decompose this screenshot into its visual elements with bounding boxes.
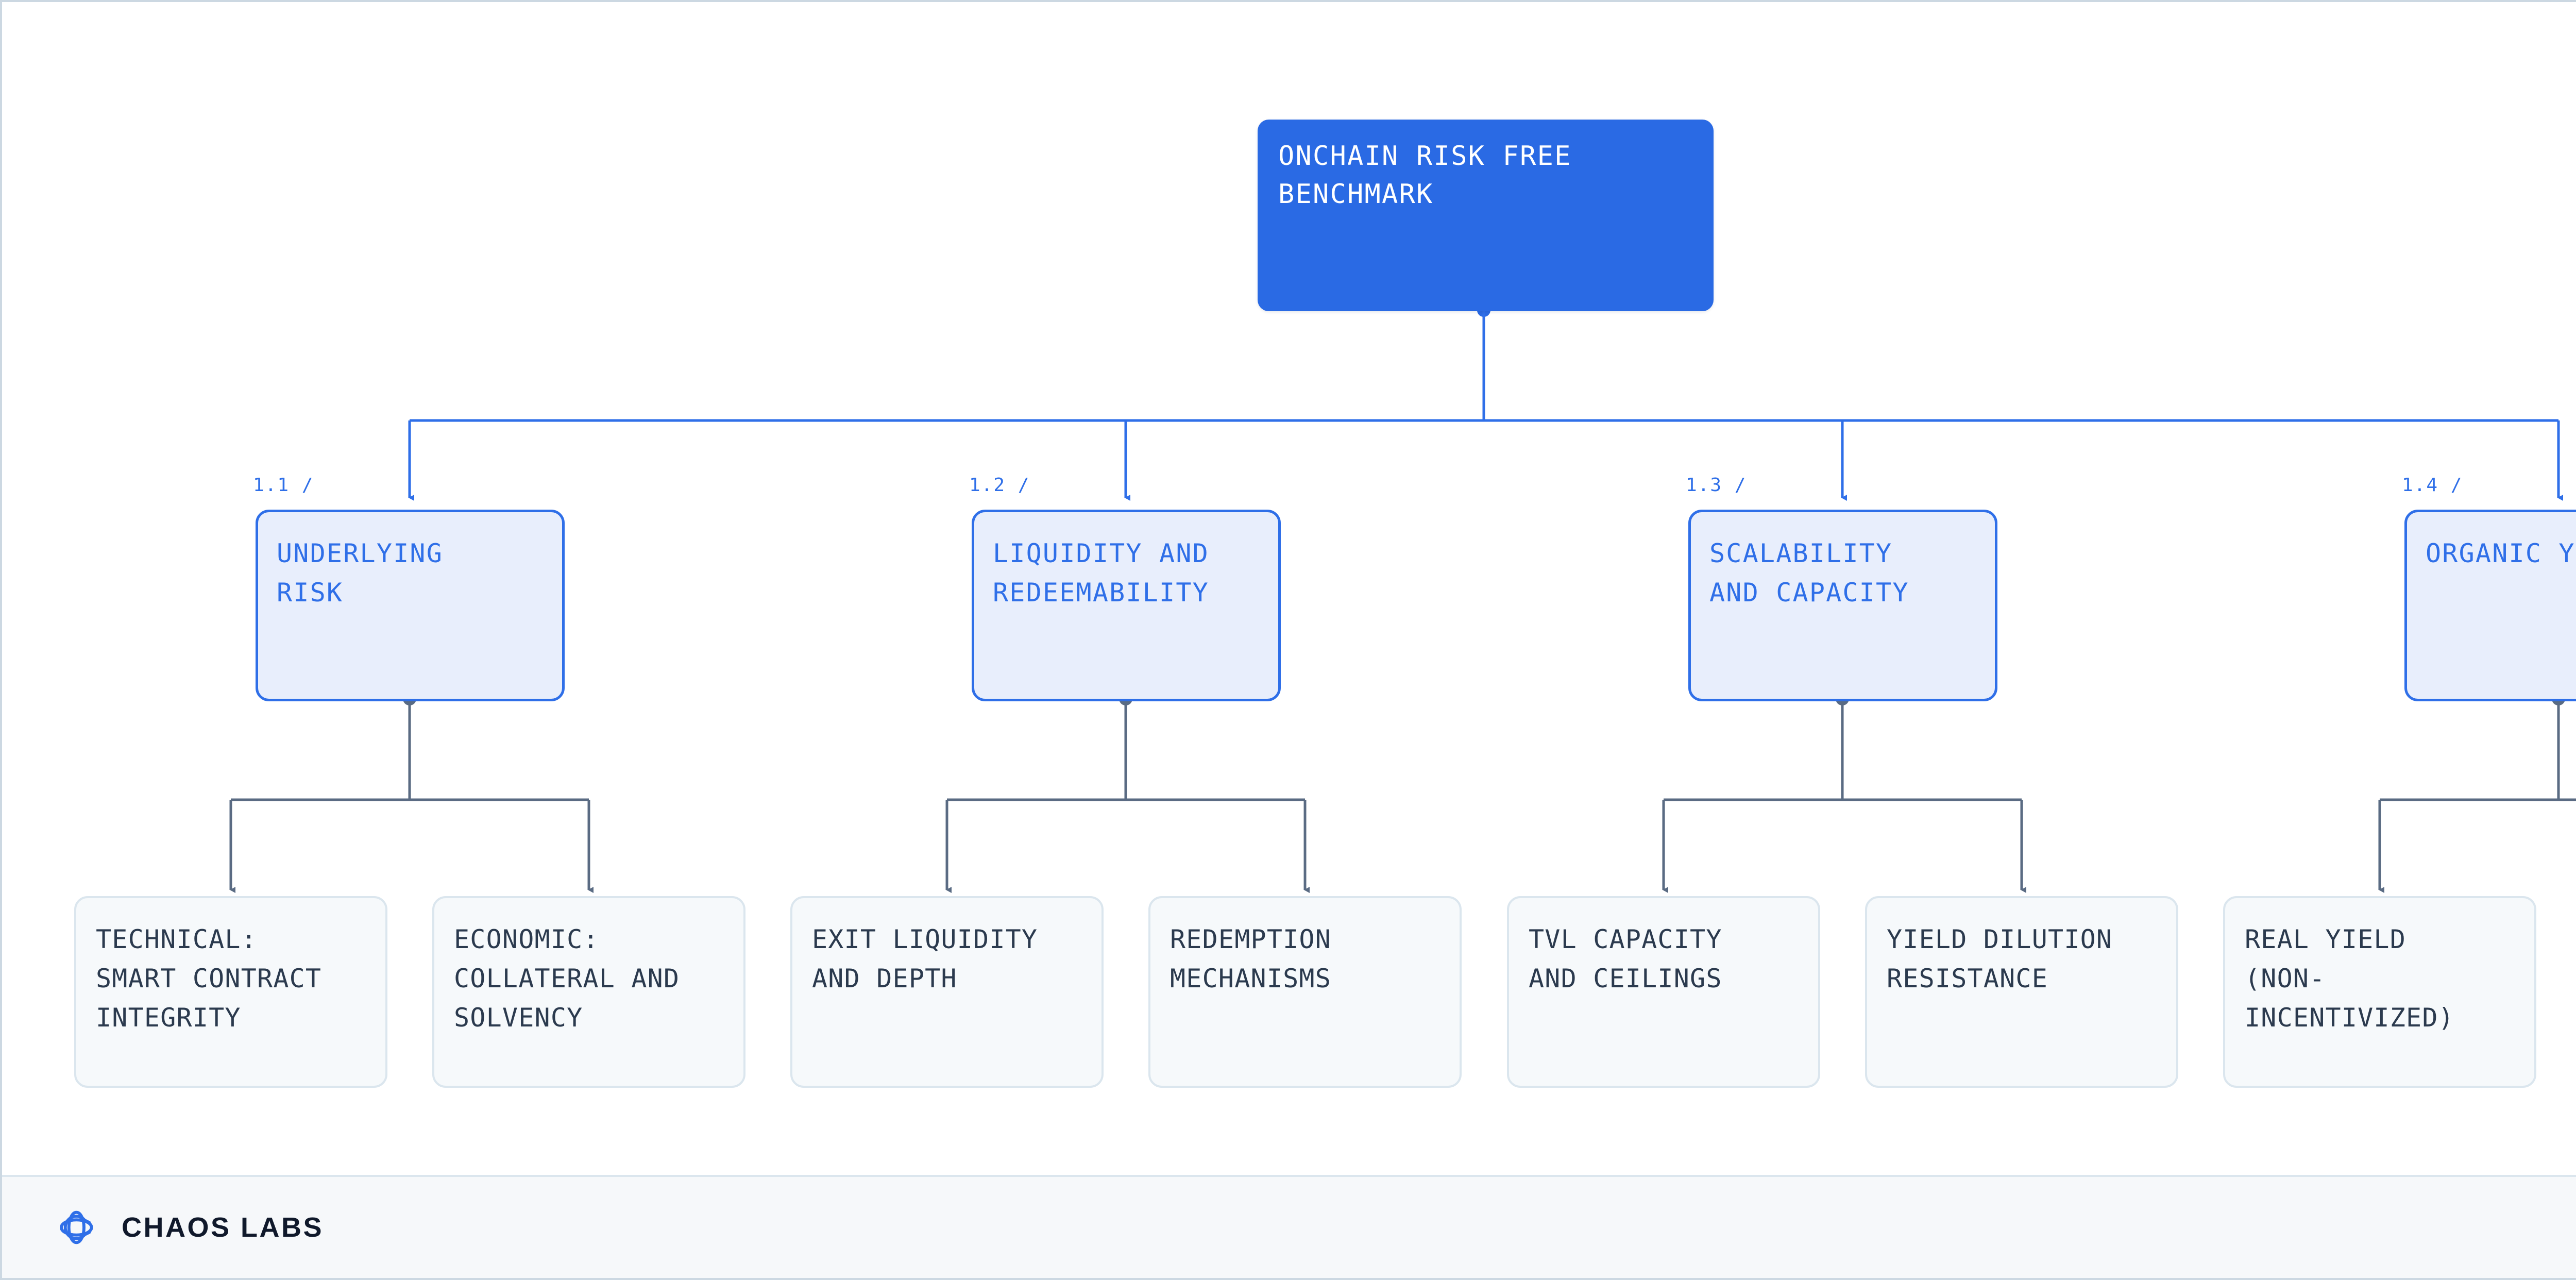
- category-index-2: 1.2 /: [969, 475, 1030, 496]
- node-category-4-label: ORGANIC YIELD: [2426, 538, 2576, 568]
- brand-lockup[interactable]: CHAOS LABS: [56, 1205, 324, 1250]
- node-category-3-label: SCALABILITY AND CAPACITY: [1709, 538, 1909, 608]
- category-index-1: 1.1 /: [253, 475, 314, 496]
- category-index-4: 1.4 /: [2402, 475, 2463, 496]
- chaos-labs-atom-icon: [56, 1205, 101, 1250]
- connector-layer: [229, 304, 2576, 893]
- node-leaf-5-label: TVL CAPACITY AND CEILINGS: [1529, 924, 1722, 993]
- node-root-label: ONCHAIN RISK FREE BENCHMARK: [1278, 141, 1572, 210]
- node-category-organic-yield[interactable]: ORGANIC YIELD: [2404, 510, 2576, 701]
- node-leaf-4-label: REDEMPTION MECHANISMS: [1170, 924, 1332, 993]
- brand-name: CHAOS LABS: [122, 1212, 324, 1243]
- node-leaf-real-yield-non-incentivized[interactable]: REAL YIELD (NON- INCENTIVIZED): [2223, 896, 2536, 1088]
- node-category-scalability-and-capacity[interactable]: SCALABILITY AND CAPACITY: [1688, 510, 1997, 701]
- node-leaf-7-label: REAL YIELD (NON- INCENTIVIZED): [2245, 924, 2454, 1033]
- node-leaf-yield-dilution-resistance[interactable]: YIELD DILUTION RESISTANCE: [1865, 896, 2178, 1088]
- node-category-liquidity-and-redeemability[interactable]: LIQUIDITY AND REDEEMABILITY: [972, 510, 1281, 701]
- node-leaf-6-label: YIELD DILUTION RESISTANCE: [1887, 924, 2113, 993]
- node-leaf-technical-smart-contract-integrity[interactable]: TECHNICAL: SMART CONTRACT INTEGRITY: [74, 896, 387, 1088]
- footer-bar: CHAOS LABS: [2, 1175, 2576, 1278]
- node-leaf-exit-liquidity-and-depth[interactable]: EXIT LIQUIDITY AND DEPTH: [790, 896, 1104, 1088]
- node-leaf-redemption-mechanisms[interactable]: REDEMPTION MECHANISMS: [1148, 896, 1462, 1088]
- node-leaf-3-label: EXIT LIQUIDITY AND DEPTH: [812, 924, 1038, 993]
- category-index-3: 1.3 /: [1686, 475, 1747, 496]
- node-category-1-label: UNDERLYING RISK: [277, 538, 444, 608]
- node-leaf-1-label: TECHNICAL: SMART CONTRACT INTEGRITY: [96, 924, 322, 1033]
- node-leaf-economic-collateral-and-solvency[interactable]: ECONOMIC: COLLATERAL AND SOLVENCY: [432, 896, 745, 1088]
- node-leaf-2-label: ECONOMIC: COLLATERAL AND SOLVENCY: [454, 924, 680, 1033]
- node-leaf-tvl-capacity-and-ceilings[interactable]: TVL CAPACITY AND CEILINGS: [1507, 896, 1820, 1088]
- node-root[interactable]: ONCHAIN RISK FREE BENCHMARK: [1258, 120, 1714, 311]
- node-category-2-label: LIQUIDITY AND REDEEMABILITY: [993, 538, 1209, 608]
- diagram-canvas[interactable]: ONCHAIN RISK FREE BENCHMARK 1.1 / UNDERL…: [2, 2, 2576, 1175]
- node-category-underlying-risk[interactable]: UNDERLYING RISK: [256, 510, 565, 701]
